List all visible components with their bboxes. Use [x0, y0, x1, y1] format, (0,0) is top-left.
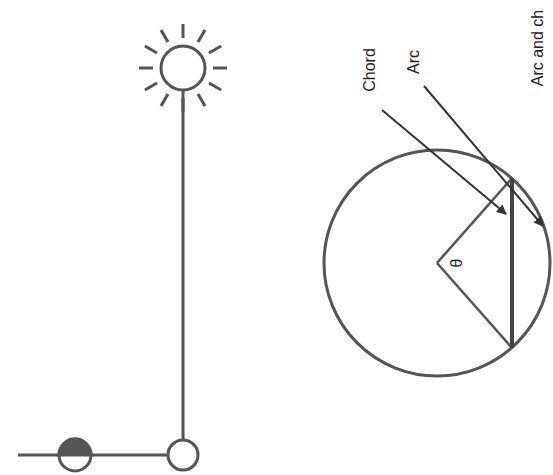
sun-ray — [209, 83, 221, 90]
sun-earth-line — [182, 90, 185, 440]
arc-chord-figure — [324, 150, 550, 376]
sun-ray — [198, 94, 205, 106]
sun-ray — [213, 67, 227, 70]
caption-fragment: Arc and ch — [530, 10, 546, 86]
angle-label: θ — [449, 259, 465, 268]
sun — [161, 46, 205, 90]
leader-arrow — [424, 86, 543, 226]
earth — [168, 440, 198, 470]
chord-line — [510, 178, 514, 348]
moon — [59, 439, 91, 471]
circle — [324, 150, 550, 376]
radius — [437, 178, 512, 263]
sun-ray — [209, 46, 221, 53]
sun-ray — [139, 67, 153, 70]
sun-ray — [145, 46, 157, 53]
radius — [437, 263, 512, 348]
sun-ray — [182, 24, 185, 38]
sun-ray — [198, 30, 205, 42]
sun-ray — [161, 30, 168, 42]
sun-earth-moon — [18, 24, 227, 471]
arc-label: Arc — [406, 50, 422, 74]
moon-shadow — [59, 439, 91, 455]
sun-ray — [161, 94, 168, 106]
orbit-line — [18, 454, 168, 457]
sun-ray — [145, 83, 157, 90]
chord-label: Chord — [362, 48, 378, 92]
